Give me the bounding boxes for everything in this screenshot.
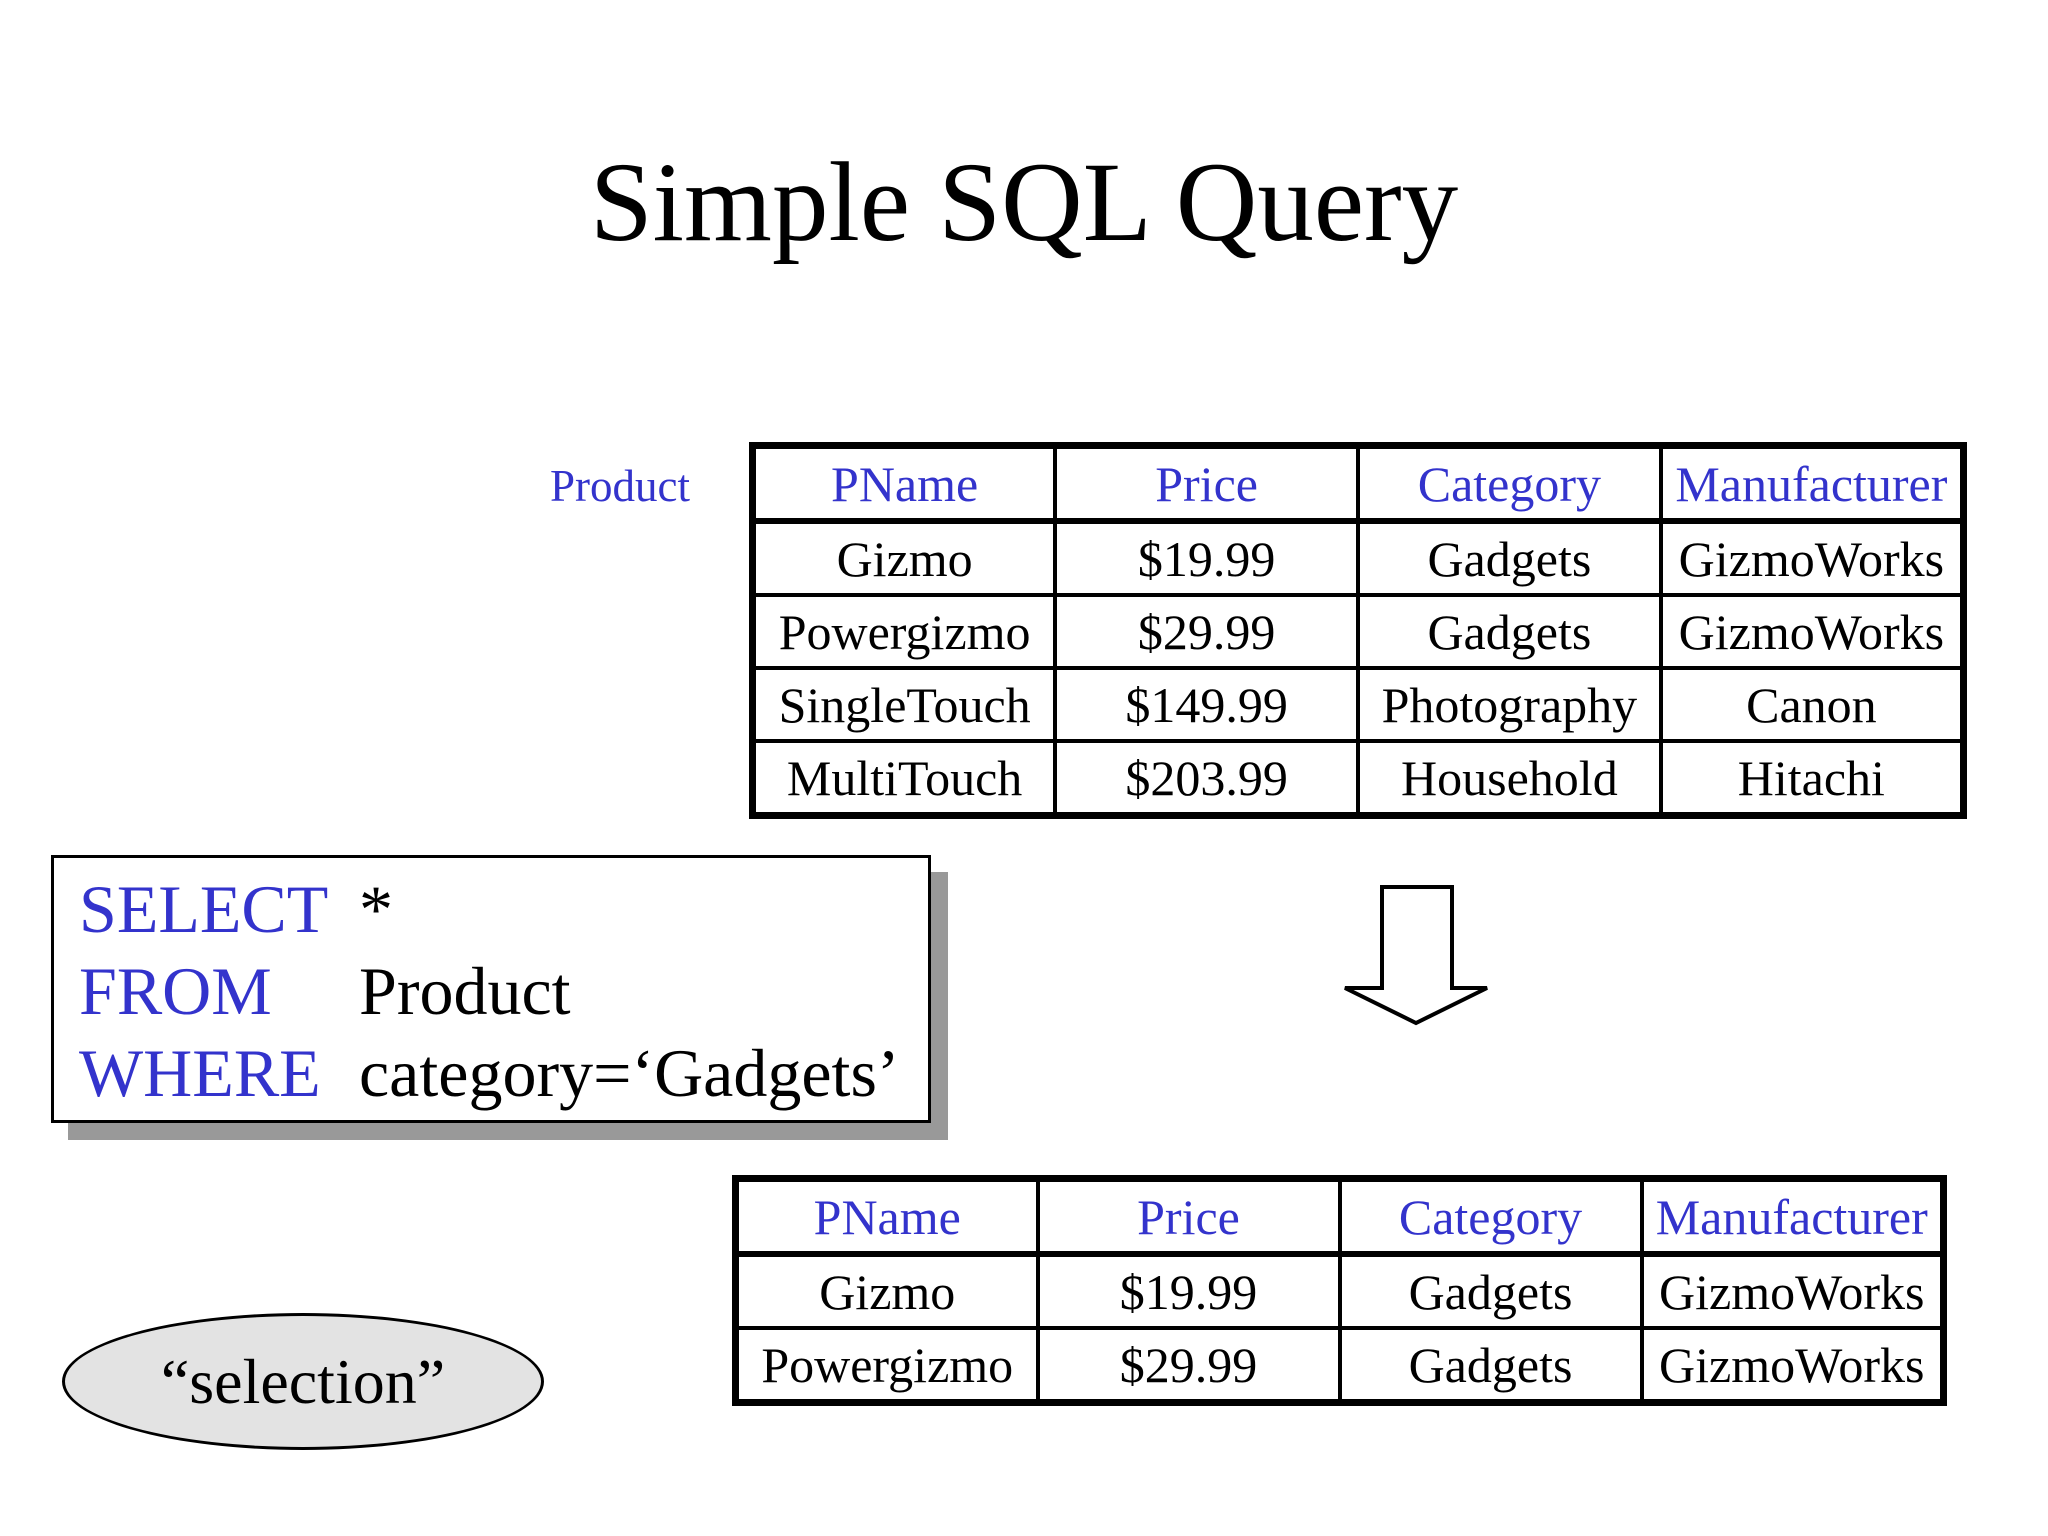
product-table-label: Product [550, 461, 690, 511]
product-table: PName Price Category Manufacturer Gizmo … [749, 442, 1967, 819]
table-cell: $19.99 [1035, 1252, 1342, 1330]
table-cell: Gadgets [1356, 519, 1663, 597]
table-cell: Gadgets [1356, 593, 1663, 670]
selection-callout-text: “selection” [160, 1345, 446, 1417]
table-cell: Gadgets [1337, 1252, 1644, 1330]
sql-line-where: WHERE category=‘Gadgets’ [79, 1032, 928, 1114]
table-cell: GizmoWorks [1658, 519, 1966, 597]
table-row: Powergizmo $29.99 Gadgets GizmoWorks [750, 593, 1966, 670]
sql-line-from: FROM Product [79, 950, 928, 1032]
table-row: Gizmo $19.99 Gadgets GizmoWorks [733, 1252, 1946, 1330]
table-cell: $29.99 [1053, 593, 1360, 670]
table-cell: SingleTouch [750, 666, 1058, 743]
column-header-price: Price [1035, 1176, 1342, 1257]
sql-keyword-from: FROM [79, 953, 272, 1029]
column-header-manufacturer: Manufacturer [1658, 443, 1966, 524]
product-table-header-row: PName Price Category Manufacturer [750, 443, 1966, 524]
table-cell: Powergizmo [750, 593, 1058, 670]
sql-keyword-select: SELECT [79, 871, 329, 947]
table-cell: $149.99 [1053, 666, 1360, 743]
table-row: SingleTouch $149.99 Photography Canon [750, 666, 1966, 743]
table-cell: Household [1356, 739, 1663, 818]
table-row: MultiTouch $203.99 Household Hitachi [750, 739, 1966, 818]
table-cell: $29.99 [1035, 1326, 1342, 1405]
table-cell: GizmoWorks [1639, 1252, 1946, 1330]
column-header-price: Price [1053, 443, 1360, 524]
table-cell: Photography [1356, 666, 1663, 743]
slide-title: Simple SQL Query [589, 140, 1459, 265]
column-header-category: Category [1356, 443, 1663, 524]
sql-keyword-where: WHERE [79, 1035, 321, 1111]
table-cell: Gadgets [1337, 1326, 1644, 1405]
sql-line-select: SELECT * [79, 868, 928, 950]
result-table-header-row: PName Price Category Manufacturer [733, 1176, 1946, 1257]
table-row: Powergizmo $29.99 Gadgets GizmoWorks [733, 1326, 1946, 1405]
table-cell: Hitachi [1658, 739, 1966, 818]
table-cell: $19.99 [1053, 519, 1360, 597]
table-cell: Canon [1658, 666, 1966, 743]
column-header-pname: PName [733, 1176, 1040, 1257]
table-cell: Gizmo [733, 1252, 1040, 1330]
selection-callout-ellipse: “selection” [62, 1313, 544, 1450]
table-cell: GizmoWorks [1658, 593, 1966, 670]
table-cell: $203.99 [1053, 739, 1360, 818]
column-header-category: Category [1337, 1176, 1644, 1257]
table-cell: Powergizmo [733, 1326, 1040, 1405]
column-header-pname: PName [750, 443, 1058, 524]
result-table: PName Price Category Manufacturer Gizmo … [732, 1175, 1947, 1406]
table-cell: Gizmo [750, 519, 1058, 597]
down-arrow-icon [1344, 885, 1488, 1026]
table-cell: MultiTouch [750, 739, 1058, 818]
table-cell: GizmoWorks [1639, 1326, 1946, 1405]
column-header-manufacturer: Manufacturer [1639, 1176, 1946, 1257]
sql-operand-from: Product [359, 953, 571, 1029]
sql-query-box: SELECT * FROM Product WHERE category=‘Ga… [51, 855, 931, 1123]
sql-operand-select: * [359, 871, 393, 947]
sql-operand-where: category=‘Gadgets’ [359, 1035, 900, 1111]
table-row: Gizmo $19.99 Gadgets GizmoWorks [750, 519, 1966, 597]
